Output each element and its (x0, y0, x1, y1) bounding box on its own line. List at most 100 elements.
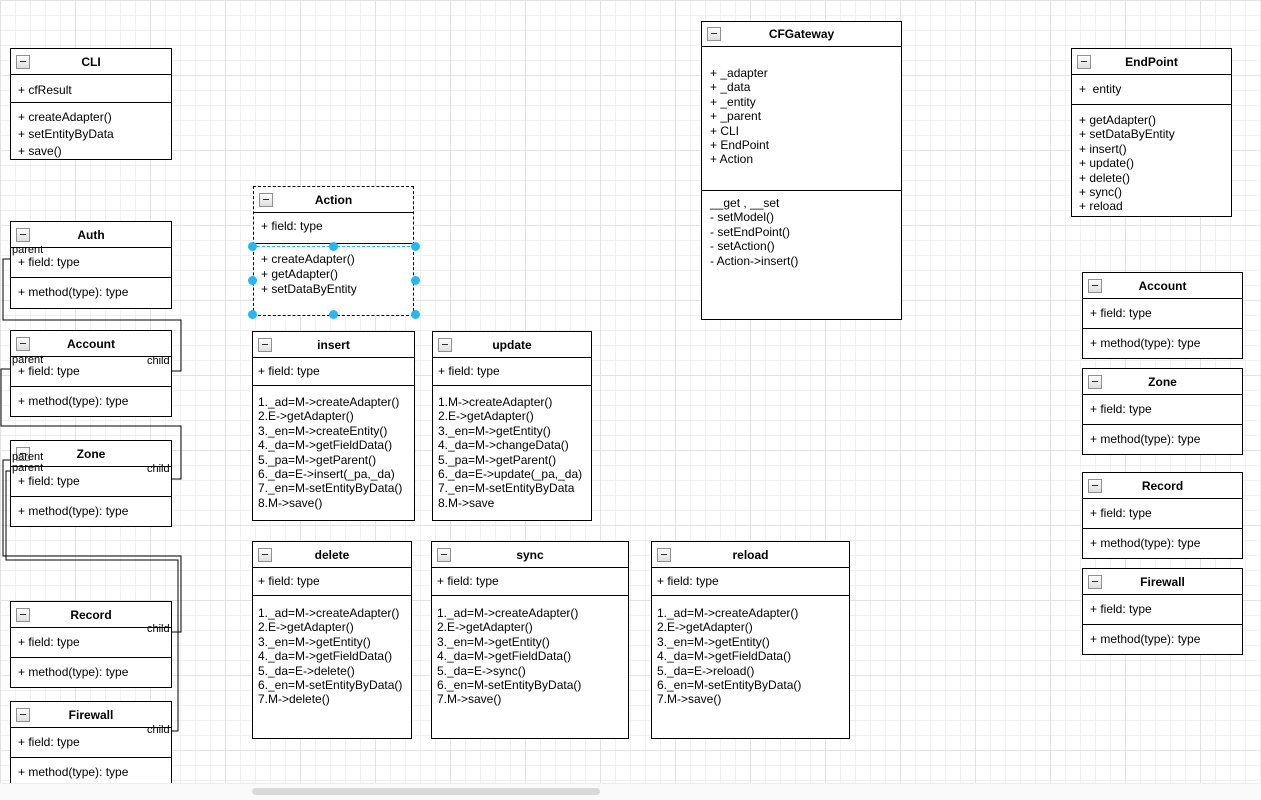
horizontal-scrollbar-track[interactable] (0, 783, 1261, 800)
methods-compartment[interactable]: + method(type): type (1083, 625, 1242, 654)
class-title-text: delete (314, 547, 350, 562)
methods-compartment[interactable]: + createAdapter()+ getAdapter()+ setData… (254, 244, 413, 315)
collapse-icon[interactable] (259, 192, 273, 207)
methods-compartment[interactable]: + method(type): type (1083, 425, 1242, 454)
class-node-firewall-right[interactable]: Firewall + field: type+ method(type): typ… (1082, 568, 1243, 655)
collapse-icon[interactable] (16, 336, 30, 351)
class-node-zone-right[interactable]: Zone+ field: type+ method(type): type (1082, 368, 1243, 455)
class-node-cfgateway[interactable]: CFGateway+ _adapter+ _data+ _entity+ _pa… (701, 21, 902, 320)
fields-compartment[interactable]: + _adapter+ _data+ _entity+ _parent+ CLI… (702, 47, 901, 191)
connector-zone-record[interactable] (2, 459, 182, 633)
connector-auth-account[interactable] (2, 258, 182, 372)
class-title-bar: Auth (11, 222, 171, 248)
methods-compartment[interactable]: + method(type): type (11, 658, 171, 687)
edge-label-zone-child: child (147, 463, 170, 475)
methods-compartment[interactable]: + getAdapter()+ setDataByEntity+ insert(… (1072, 105, 1231, 216)
methods-compartment[interactable]: 1._ad=M->createAdapter()2.E->getAdapter(… (652, 596, 849, 738)
methods-compartment[interactable]: + createAdapter()+ setEntityByData+ save… (11, 103, 171, 159)
collapse-icon[interactable] (16, 227, 30, 242)
methods-compartment[interactable]: 1._ad=M->createAdapter()2.E->getAdapter(… (253, 596, 411, 738)
method-line: 3._en=M->getEntity() (437, 634, 550, 649)
method-line: + method(type): type (18, 765, 129, 779)
class-title-text: Firewall (1140, 574, 1185, 589)
methods-compartment[interactable]: __get , __set- setModel()- setEndPoint()… (702, 191, 901, 319)
collapse-icon[interactable] (1077, 54, 1091, 69)
fields-compartment[interactable]: + field: type (432, 568, 628, 596)
fields-compartment[interactable]: + field: type (11, 467, 171, 497)
methods-compartment[interactable]: 1.M->createAdapter()2.E->getAdapter()3._… (433, 386, 591, 520)
methods-compartment[interactable]: + method(type): type (11, 758, 171, 786)
collapse-icon[interactable] (16, 54, 30, 69)
method-line: 5._pa=M->getParent() (438, 452, 557, 467)
fields-compartment[interactable]: + field: type (11, 728, 171, 758)
method-line: + method(type): type (1090, 432, 1201, 446)
class-node-zone-left[interactable]: Zone + field: type+ method(type): type (10, 440, 172, 527)
methods-compartment[interactable]: + method(type): type (11, 497, 171, 526)
fields-compartment[interactable]: + field: type (11, 248, 171, 278)
fields-compartment[interactable]: + cfResult (11, 75, 171, 103)
class-node-record-left[interactable]: Record+ field: type+ method(type): type (10, 601, 172, 688)
class-node-action[interactable]: Action+ field: type+ createAdapter()+ ge… (253, 186, 414, 316)
collapse-icon[interactable] (16, 446, 30, 461)
class-title-text: Zone (76, 446, 106, 461)
collapse-icon[interactable] (1088, 278, 1102, 293)
edge-label-zone-parent-2: parent (12, 462, 44, 474)
method-line: 1._ad=M->createAdapter() (437, 606, 579, 620)
collapse-icon[interactable] (707, 27, 721, 41)
methods-compartment[interactable]: + method(type): type (1083, 329, 1242, 358)
collapse-icon[interactable] (16, 607, 30, 622)
class-node-account-right[interactable]: Account+ field: type+ method(type): type (1082, 272, 1243, 359)
method-line: 4._da=M->getFieldData() (258, 649, 393, 664)
fields-compartment[interactable]: + field: type (11, 357, 171, 387)
collapse-icon[interactable] (258, 547, 272, 562)
method-line: 1._ad=M->createAdapter() (657, 606, 799, 620)
connector-zone-firewall[interactable] (5, 470, 179, 732)
method-line: - setAction() (710, 239, 775, 254)
methods-compartment[interactable]: 1._ad=M->createAdapter()2.E->getAdapter(… (432, 596, 628, 738)
method-line: 5._da=E->delete() (258, 663, 355, 678)
collapse-icon[interactable] (437, 547, 451, 562)
fields-compartment[interactable]: + field: type (11, 628, 171, 658)
methods-compartment[interactable]: + method(type): type (11, 387, 171, 416)
collapse-icon[interactable] (1088, 478, 1102, 493)
field-line: + field: type (1090, 402, 1152, 416)
method-line: 4._da=M->getFieldData() (657, 649, 792, 664)
collapse-icon[interactable] (1088, 374, 1102, 389)
class-title-bar: sync (432, 542, 628, 568)
fields-compartment[interactable]: + field: type (1083, 499, 1242, 529)
fields-compartment[interactable]: + field: type (1083, 299, 1242, 329)
horizontal-scrollbar-thumb[interactable] (252, 788, 600, 795)
collapse-icon[interactable] (438, 337, 452, 352)
class-node-firewall-left[interactable]: Firewall+ field: type+ method(type): typ… (10, 701, 172, 787)
fields-compartment[interactable]: + field: type (253, 568, 411, 596)
method-line: 6._en=M-setEntityByData() (258, 678, 403, 693)
methods-compartment[interactable]: 1._ad=M->createAdapter()2.E->getAdapter(… (253, 386, 414, 520)
field-line: + _data (710, 80, 751, 95)
class-node-cli[interactable]: CLI+ cfResult+ createAdapter()+ setEntit… (10, 48, 172, 160)
class-node-endpoint[interactable]: EndPoint+ entity+ getAdapter()+ setDataB… (1071, 48, 1232, 217)
connector-account-zone[interactable] (0, 368, 182, 480)
class-node-record-right[interactable]: Record+ field: type+ method(type): type (1082, 472, 1243, 559)
class-node-account-left[interactable]: Account+ field: type+ method(type): type (10, 330, 172, 417)
fields-compartment[interactable]: + field: type (433, 358, 591, 386)
method-line: 2.E->getAdapter() (438, 409, 534, 424)
collapse-icon[interactable] (1088, 574, 1102, 589)
fields-compartment[interactable]: + field: type (1083, 395, 1242, 425)
fields-compartment[interactable]: + entity (1072, 75, 1231, 105)
edge-label-auth-parent: parent (12, 244, 44, 256)
fields-compartment[interactable]: + field: type (652, 568, 849, 596)
methods-compartment[interactable]: + method(type): type (11, 278, 171, 308)
methods-compartment[interactable]: + method(type): type (1083, 529, 1242, 558)
class-node-auth[interactable]: Auth+ field: type+ method(type): type (10, 221, 172, 309)
collapse-icon[interactable] (258, 337, 272, 352)
fields-compartment[interactable]: + field: type (1083, 595, 1242, 625)
collapse-icon[interactable] (16, 707, 30, 722)
fields-compartment[interactable]: + field: type (253, 358, 414, 386)
collapse-icon[interactable] (657, 547, 671, 562)
